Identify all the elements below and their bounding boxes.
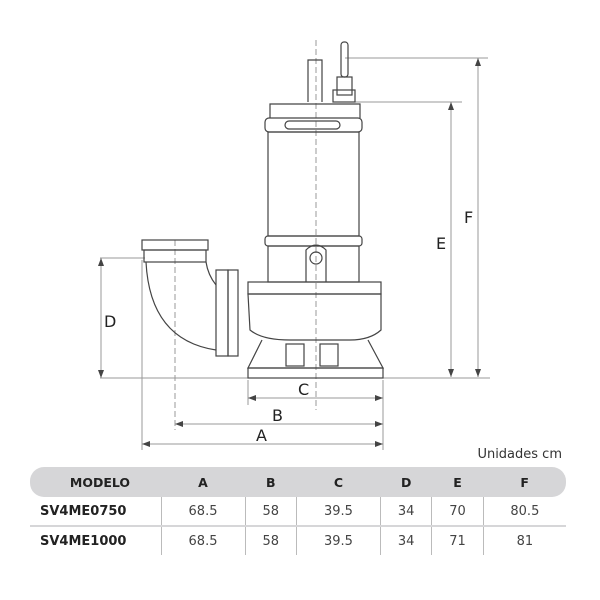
table-row: SV4ME0750 68.5 58 39.5 34 70 80.5: [30, 497, 566, 527]
table-header-row: MODELO A B C D E F: [30, 467, 566, 497]
cell-model: SV4ME0750: [30, 497, 161, 527]
dimensions-table: MODELO A B C D E F SV4ME0750 68.5 58 39.…: [30, 467, 566, 555]
cell-c: 39.5: [295, 526, 381, 555]
cell-e: 70: [431, 497, 484, 527]
cell-d: 34: [379, 526, 432, 555]
header-b: B: [245, 467, 297, 497]
table-row: SV4ME1000 68.5 58 39.5 34 71 81: [30, 526, 566, 555]
dim-label-d: D: [104, 312, 117, 331]
header-a: A: [161, 467, 246, 497]
cell-e: 71: [431, 526, 484, 555]
cell-c: 39.5: [295, 497, 381, 527]
header-modelo: MODELO: [30, 467, 161, 497]
cell-b: 58: [244, 497, 297, 527]
header-e: E: [431, 467, 484, 497]
dim-label-c: C: [298, 380, 310, 399]
cell-b: 58: [244, 526, 297, 555]
cell-a: 68.5: [160, 497, 246, 527]
cell-f: 80.5: [482, 497, 566, 527]
dim-label-a: A: [256, 426, 267, 445]
header-d: D: [380, 467, 432, 497]
header-f: F: [483, 467, 566, 497]
dim-label-f: F: [464, 208, 474, 227]
units-label: Unidades cm: [477, 447, 562, 462]
cell-d: 34: [379, 497, 432, 527]
cell-f: 81: [482, 526, 566, 555]
header-c: C: [296, 467, 381, 497]
cell-a: 68.5: [160, 526, 246, 555]
cell-model: SV4ME1000: [40, 533, 127, 549]
dim-label-e: E: [436, 234, 447, 253]
pump-dimension-drawing: [98, 40, 490, 450]
dim-label-b: B: [272, 406, 283, 425]
